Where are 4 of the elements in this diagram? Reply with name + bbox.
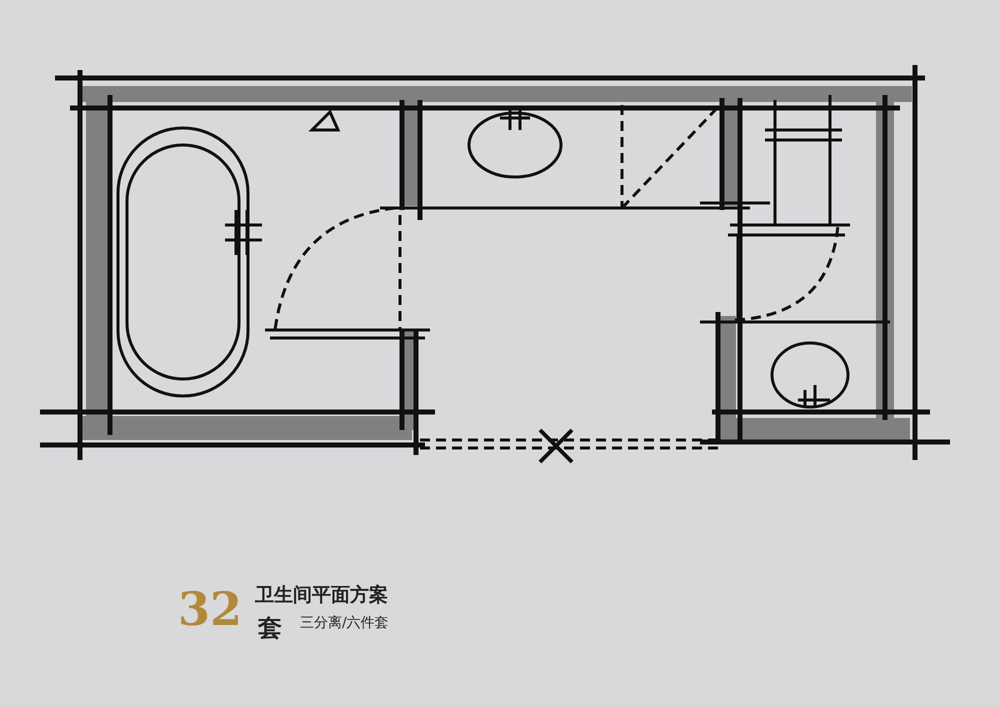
number-heading: 32 (178, 586, 242, 632)
heading-suffix: 套 (258, 616, 282, 640)
plan-subtitle: 三分离/六件套 (300, 616, 389, 630)
plan-title: 卫生间平面方案 (255, 586, 388, 605)
